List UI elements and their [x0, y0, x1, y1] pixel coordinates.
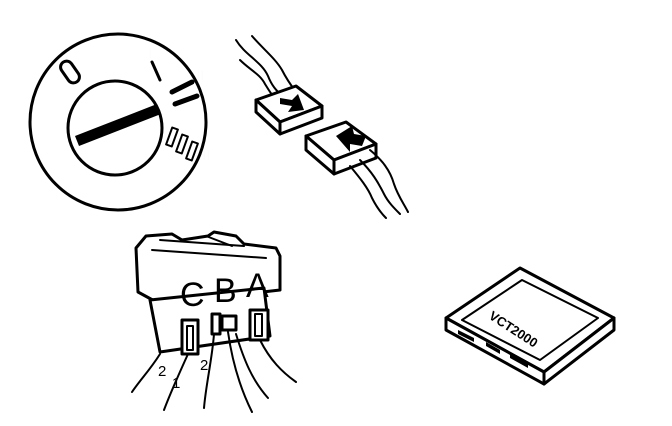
wire-connector-pair [235, 35, 409, 219]
relay-terminal-housing [148, 286, 272, 354]
terminal-label-b: B [214, 272, 237, 310]
terminal-label-c: C [180, 276, 205, 314]
lower-plug [304, 120, 378, 176]
lower-plug-wires [349, 149, 409, 219]
ignition-key-slot [75, 104, 161, 146]
ignition-switch-outer-ring [28, 32, 208, 212]
ignition-position-3-label: III [198, 147, 211, 164]
upper-plug-arrow-icon [280, 94, 304, 112]
ignition-switch-key-barrel [66, 79, 164, 177]
ignition-position-0-label: 0 [60, 47, 68, 64]
ignition-position-3: III [165, 126, 211, 164]
wire-number-2: 1 [172, 375, 180, 392]
wire-number-1: 2 [158, 363, 166, 380]
ignition-position-0: 0 [59, 47, 81, 85]
wire-number-3: 2 [200, 357, 208, 374]
ignition-switch: 0 I II III [28, 32, 211, 212]
upper-plug [254, 84, 324, 136]
relay-wires [131, 331, 297, 413]
ignition-position-1: I [148, 45, 162, 82]
memory-card: VCT2000 [444, 266, 616, 386]
lower-plug-arrow-icon [336, 126, 366, 152]
ignition-position-1-label: I [148, 45, 152, 62]
ignition-position-2-label: II [196, 67, 204, 84]
ignition-position-2: II [169, 67, 204, 107]
terminal-label-a: A [246, 267, 269, 305]
relay-connector: C B A 2 1 2 [131, 230, 297, 413]
